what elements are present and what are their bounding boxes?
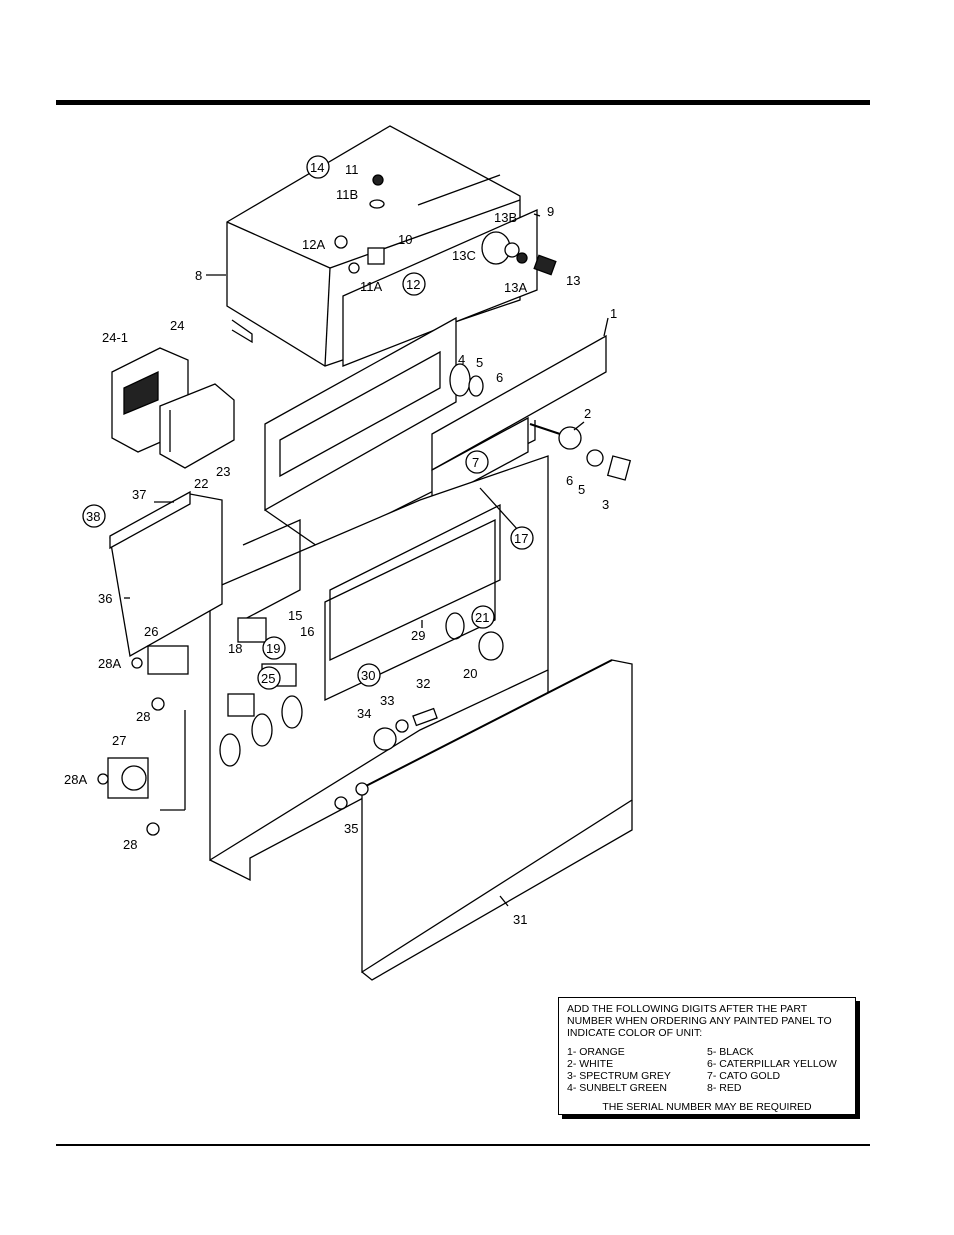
- label-11: 11: [345, 162, 359, 177]
- label-24: 24: [170, 318, 184, 333]
- label-38: 38: [86, 509, 100, 524]
- serial-note: THE SERIAL NUMBER MAY BE REQUIRED: [602, 1101, 812, 1113]
- receptacle-cutouts: [219, 612, 504, 767]
- leader-lines: [124, 213, 609, 907]
- note-intro: ADD THE FOLLOWING DIGITS AFTER THE PART …: [567, 1003, 832, 1039]
- label-20: 20: [463, 666, 477, 681]
- label-28-lower: 28: [123, 837, 137, 852]
- label-6b: 6: [566, 473, 573, 488]
- color-5: 5- BLACK: [707, 1046, 754, 1058]
- label-12a: 12A: [302, 237, 325, 252]
- label-8: 8: [195, 268, 202, 283]
- label-1: 1: [610, 306, 617, 321]
- hardware: [97, 174, 632, 836]
- label-18: 18: [228, 641, 242, 656]
- label-14: 14: [310, 160, 324, 175]
- label-29: 29: [411, 628, 425, 643]
- color-code-note: ADD THE FOLLOWING DIGITS AFTER THE PART …: [558, 997, 856, 1115]
- color-2: 2- WHITE: [567, 1058, 614, 1070]
- color-3: 3- SPECTRUM GREY: [567, 1070, 671, 1082]
- label-25: 25: [261, 671, 275, 686]
- label-9: 9: [547, 204, 554, 219]
- label-27: 27: [112, 733, 126, 748]
- color-1: 1- ORANGE: [567, 1046, 625, 1058]
- label-37: 37: [132, 487, 146, 502]
- breaker-assembly: [111, 347, 235, 469]
- hinged-door: [355, 659, 633, 981]
- back-panel: [264, 316, 536, 549]
- label-13: 13: [566, 273, 580, 288]
- color-8: 8- RED: [707, 1082, 742, 1094]
- label-35: 35: [344, 821, 358, 836]
- label-17: 17: [514, 531, 528, 546]
- label-5b: 5: [578, 482, 585, 497]
- color-list: 1- ORANGE 5- BLACK 2- WHITE 6- CATERPILL…: [567, 1046, 847, 1094]
- label-11b: 11B: [336, 187, 358, 202]
- label-6a: 6: [496, 370, 503, 385]
- label-19: 19: [266, 641, 280, 656]
- label-15: 15: [288, 608, 302, 623]
- label-28-upper: 28: [136, 709, 150, 724]
- color-6: 6- CATERPILLAR YELLOW: [707, 1058, 837, 1070]
- bottom-rule: [56, 1144, 870, 1146]
- inner-plate: [109, 490, 223, 658]
- label-7: 7: [472, 455, 479, 470]
- label-33: 33: [380, 693, 394, 708]
- label-21: 21: [475, 610, 489, 625]
- color-7: 7- CATO GOLD: [707, 1070, 781, 1082]
- label-16: 16: [300, 624, 314, 639]
- label-4: 4: [458, 352, 465, 367]
- label-5a: 5: [476, 355, 483, 370]
- label-28a-upper: 28A: [98, 656, 121, 671]
- label-28a-lower: 28A: [64, 772, 87, 787]
- label-13c: 13C: [452, 248, 476, 263]
- label-2: 2: [584, 406, 591, 421]
- part-labels: 1 2 3 4 5 5 6 6 7 8 9 10 11 11A 11B 12 1…: [64, 155, 617, 927]
- label-10: 10: [398, 232, 412, 247]
- main-control-panel: [197, 455, 549, 882]
- label-26: 26: [144, 624, 158, 639]
- label-31: 31: [513, 912, 527, 927]
- top-rule: [56, 100, 870, 105]
- label-22: 22: [194, 476, 208, 491]
- color-4: 4- SUNBELT GREEN: [567, 1082, 667, 1094]
- label-3: 3: [602, 497, 609, 512]
- label-34: 34: [357, 706, 371, 721]
- label-30: 30: [361, 668, 375, 683]
- label-13b: 13B: [494, 210, 517, 225]
- label-13a: 13A: [504, 280, 527, 295]
- label-12: 12: [406, 277, 420, 292]
- label-36: 36: [98, 591, 112, 606]
- label-24-1: 24-1: [102, 330, 128, 345]
- label-23: 23: [216, 464, 230, 479]
- label-32: 32: [416, 676, 430, 691]
- label-11a: 11A: [360, 279, 382, 294]
